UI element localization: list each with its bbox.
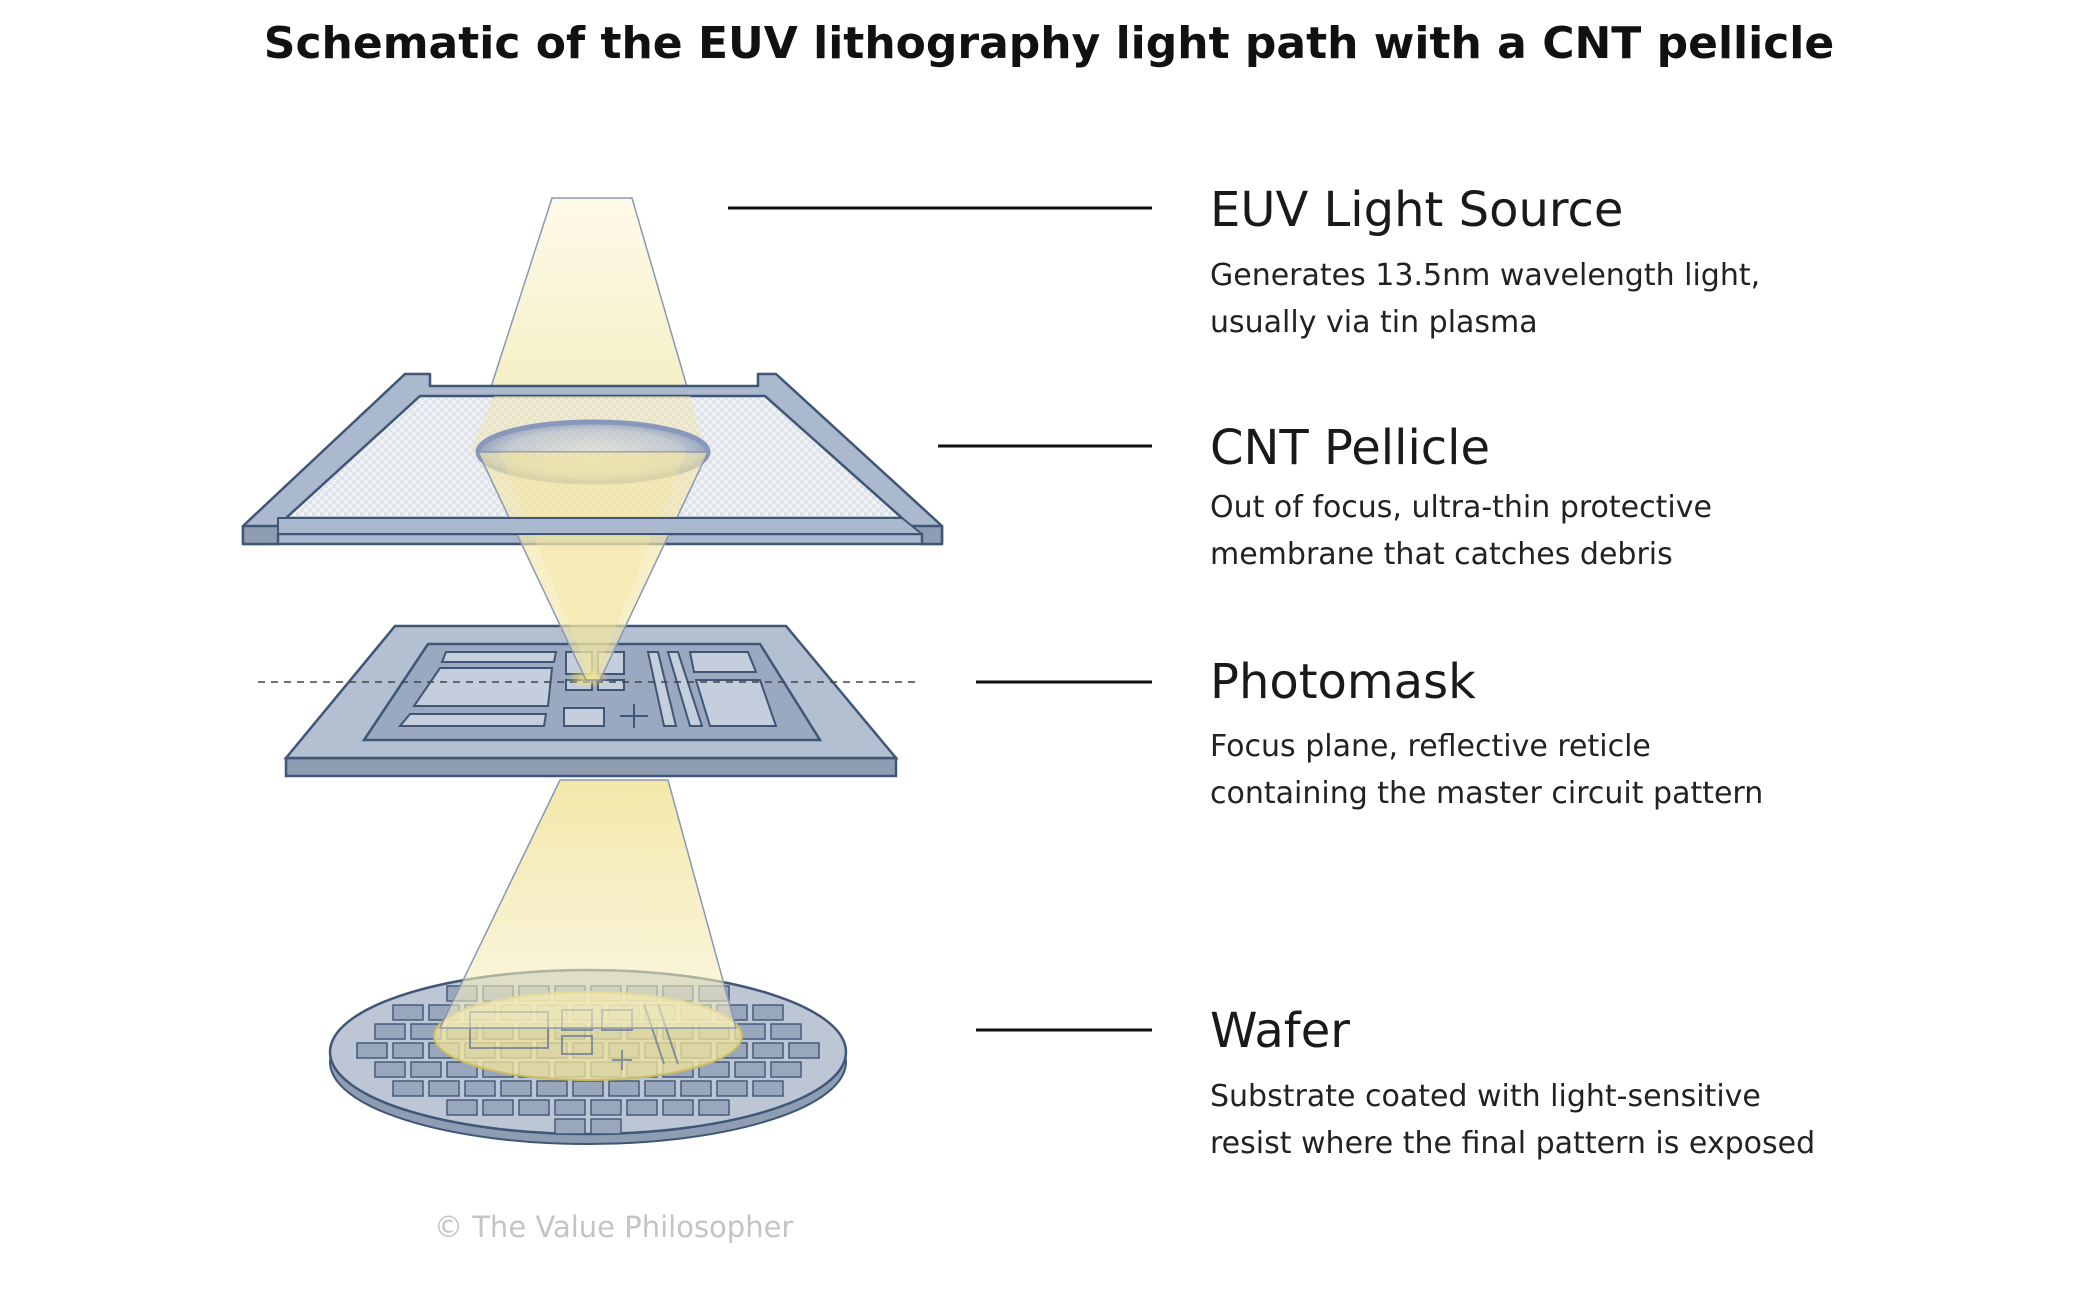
label-photomask-line-2: containing the master circuit pattern — [1210, 776, 1764, 811]
photomask-circuit-pattern — [397, 651, 778, 728]
label-light-source-desc: Generates 13.5nm wavelength light, usual… — [1210, 252, 1760, 346]
wafer-die — [752, 1080, 784, 1097]
wafer-die — [590, 1099, 622, 1116]
wafer-die — [428, 1080, 460, 1097]
label-wafer-heading: Wafer — [1210, 1003, 1350, 1059]
photomask — [258, 624, 918, 778]
wafer-die — [356, 1042, 388, 1059]
wafer-die — [392, 1042, 424, 1059]
wafer-die — [698, 1099, 730, 1116]
label-pellicle-line-2: membrane that catches debris — [1210, 537, 1673, 572]
wafer-die — [374, 1023, 406, 1040]
wafer-die — [518, 1099, 550, 1116]
label-light-source-heading: EUV Light Source — [1210, 182, 1624, 238]
pellicle-frame-front-rail — [277, 517, 923, 535]
wafer-die — [392, 1080, 424, 1097]
wafer-die — [626, 1099, 658, 1116]
label-wafer-line-2: resist where the final pattern is expose… — [1210, 1126, 1816, 1161]
wafer-die — [392, 1004, 424, 1021]
label-photomask-heading: Photomask — [1210, 654, 1476, 710]
wafer-die — [734, 1061, 766, 1078]
wafer-die — [644, 1080, 676, 1097]
wafer-die — [608, 1080, 640, 1097]
label-pellicle-line-1: Out of focus, ultra-thin protective — [1210, 490, 1712, 525]
label-photomask-line-1: Focus plane, reflective reticle — [1210, 729, 1651, 764]
label-pellicle-heading: CNT Pellicle — [1210, 420, 1491, 476]
label-pellicle-desc: Out of focus, ultra-thin protective memb… — [1210, 484, 1712, 578]
wafer-die — [374, 1061, 406, 1078]
projected-beam — [438, 779, 737, 1029]
wafer-die — [770, 1061, 802, 1078]
label-light-source-line-1: Generates 13.5nm wavelength light, — [1210, 258, 1761, 293]
wafer-die — [770, 1023, 802, 1040]
wafer-die — [464, 1080, 496, 1097]
focusing-cone-core — [500, 452, 686, 676]
wafer-die — [716, 1080, 748, 1097]
wafer-die — [536, 1080, 568, 1097]
wafer-die — [446, 1099, 478, 1116]
wafer-die — [752, 1042, 784, 1059]
copyright-credit: © The Value Philosopher — [434, 1210, 794, 1244]
wafer-die — [500, 1080, 532, 1097]
label-light-source-line-2: usually via tin plasma — [1210, 305, 1538, 340]
wafer-die — [680, 1080, 712, 1097]
wafer-die — [410, 1061, 442, 1078]
wafer-die — [662, 1099, 694, 1116]
label-photomask-desc: Focus plane, reflective reticle containi… — [1210, 723, 1763, 817]
wafer-die — [554, 1099, 586, 1116]
wafer-die — [590, 1118, 622, 1135]
focusing-cone — [476, 451, 710, 681]
wafer-die — [572, 1080, 604, 1097]
label-wafer-line-1: Substrate coated with light-sensitive — [1210, 1079, 1761, 1114]
wafer-die — [554, 1118, 586, 1135]
wafer-die — [788, 1042, 820, 1059]
wafer-die — [482, 1099, 514, 1116]
photomask-side — [284, 756, 898, 778]
diagram-title: Schematic of the EUV lithography light p… — [263, 18, 1835, 69]
wafer-die — [752, 1004, 784, 1021]
label-wafer-desc: Substrate coated with light-sensitive re… — [1210, 1073, 1815, 1167]
